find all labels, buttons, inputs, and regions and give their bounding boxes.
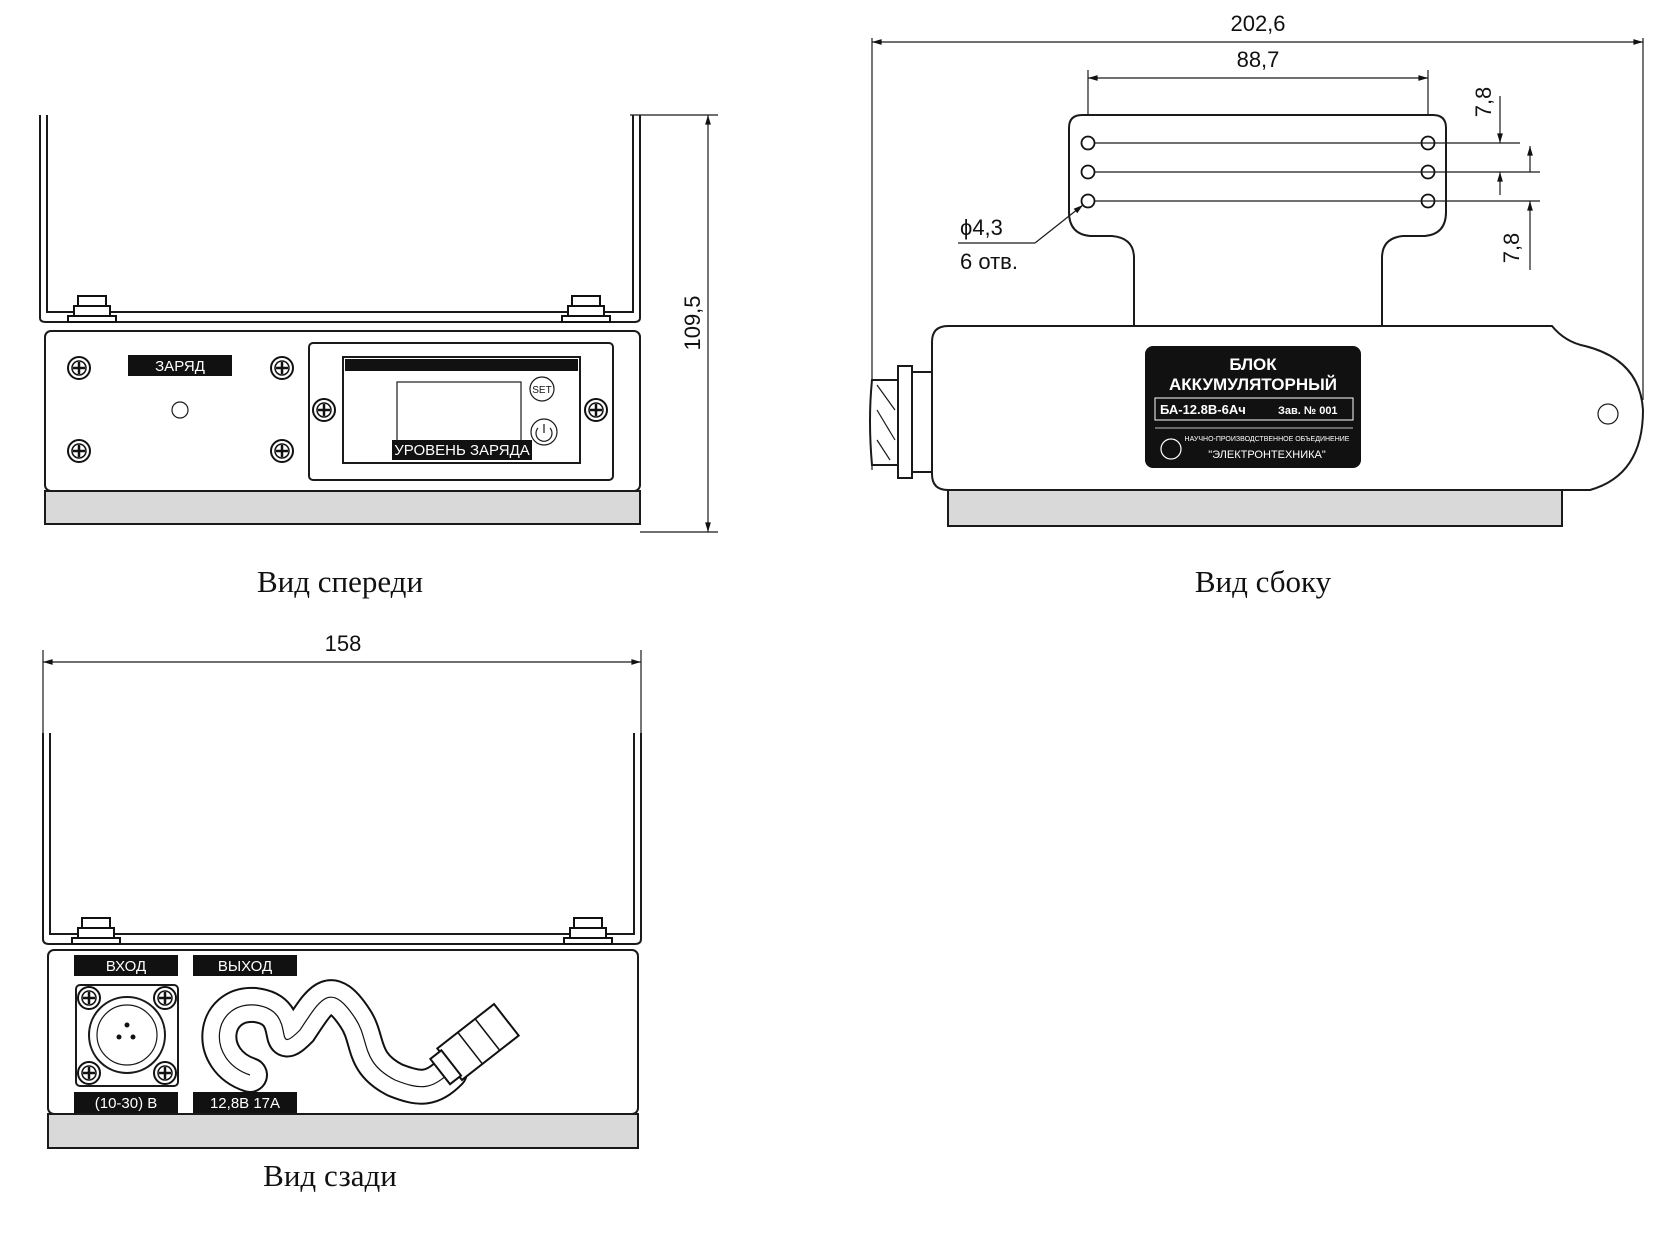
hole-spacing-dimension: 88,7 xyxy=(1237,47,1280,72)
height-dimension: 109,5 xyxy=(680,295,705,350)
nameplate-org-name: "ЭЛЕКТРОНТЕХНИКА" xyxy=(1208,449,1326,461)
nameplate-model: БА-12.8В-6Ач xyxy=(1160,402,1246,417)
input-label-plate xyxy=(74,955,178,976)
set-button-label: SET xyxy=(532,385,551,396)
output-label-plate xyxy=(193,955,297,976)
nameplate-title-2: АККУМУЛЯТОРНЫЙ xyxy=(1169,375,1337,394)
row-pitch-top-dimension: 7,8 xyxy=(1471,87,1496,118)
charge-label-plate xyxy=(128,355,232,376)
bolt-nut-icon xyxy=(71,917,121,945)
screw-icon xyxy=(269,355,295,381)
screw-icon xyxy=(583,397,609,423)
output-rating-label: 12,8В 17А xyxy=(210,1095,280,1112)
rear-base-plate xyxy=(47,1113,639,1149)
nameplate-title-1: БЛОК xyxy=(1229,355,1277,374)
input-label: ВХОД xyxy=(106,958,146,975)
side-base-plate xyxy=(947,489,1563,527)
screw-icon xyxy=(66,355,92,381)
width-dimension: 158 xyxy=(325,631,362,656)
front-base-plate xyxy=(44,490,641,525)
side-view: 202,6 88,7 7,8 7,8 ϕ4,3 6 отв. xyxy=(869,11,1645,599)
screw-icon xyxy=(269,438,295,464)
output-rating-plate xyxy=(193,1092,297,1113)
screw-icon xyxy=(311,397,337,423)
bolt-nut-icon xyxy=(561,295,611,323)
front-view-caption: Вид спереди xyxy=(257,564,423,599)
input-voltage-label: (10-30) В xyxy=(95,1095,158,1112)
hole-diameter-label: ϕ4,3 xyxy=(960,215,1003,240)
nameplate xyxy=(1145,346,1361,468)
charge-level-label-plate xyxy=(392,440,532,460)
rear-view: 158 ВХОД ВЫХОД (10-30) В 12,8В 17А xyxy=(42,631,642,1193)
side-view-caption: Вид сбоку xyxy=(1195,564,1332,599)
front-bracket xyxy=(39,115,641,323)
rear-bracket xyxy=(42,733,642,945)
screw-icon xyxy=(152,1060,178,1086)
screw-icon xyxy=(152,985,178,1011)
bolt-nut-icon xyxy=(67,295,117,323)
screw-icon xyxy=(76,1060,102,1086)
charge-label: ЗАРЯД xyxy=(155,358,205,375)
charge-level-label: УРОВЕНЬ ЗАРЯДА xyxy=(394,442,529,459)
screw-icon xyxy=(66,438,92,464)
screw-icon xyxy=(76,985,102,1011)
connector-flange xyxy=(897,365,913,479)
bolt-nut-icon xyxy=(563,917,613,945)
power-button xyxy=(530,418,558,446)
length-dimension: 202,6 xyxy=(1230,11,1285,36)
nameplate-org-type: НАУЧНО-ПРОИЗВОДСТВЕННОЕ ОБЪЕДИНЕНИЕ xyxy=(1185,436,1350,443)
rear-view-caption: Вид сзади xyxy=(263,1158,397,1193)
mounting-bracket xyxy=(1068,114,1447,326)
charge-indicator-led xyxy=(171,401,189,419)
output-label: ВЫХОД xyxy=(218,958,272,975)
nameplate-serial: Зав. № 001 xyxy=(1278,405,1338,417)
set-button xyxy=(529,376,555,402)
input-connector xyxy=(88,996,166,1074)
hole-count-label: 6 отв. xyxy=(960,249,1018,274)
input-voltage-plate xyxy=(74,1092,178,1113)
company-logo-icon xyxy=(1160,438,1182,460)
lifting-hole xyxy=(1597,403,1619,425)
front-view: ЗАРЯД SET УРОВЕНЬ ЗАРЯДА 109,5 Вид спере… xyxy=(39,114,718,599)
output-plug xyxy=(428,1002,521,1086)
input-connector-flange xyxy=(75,984,179,1087)
row-pitch-bottom-dimension: 7,8 xyxy=(1499,233,1524,264)
